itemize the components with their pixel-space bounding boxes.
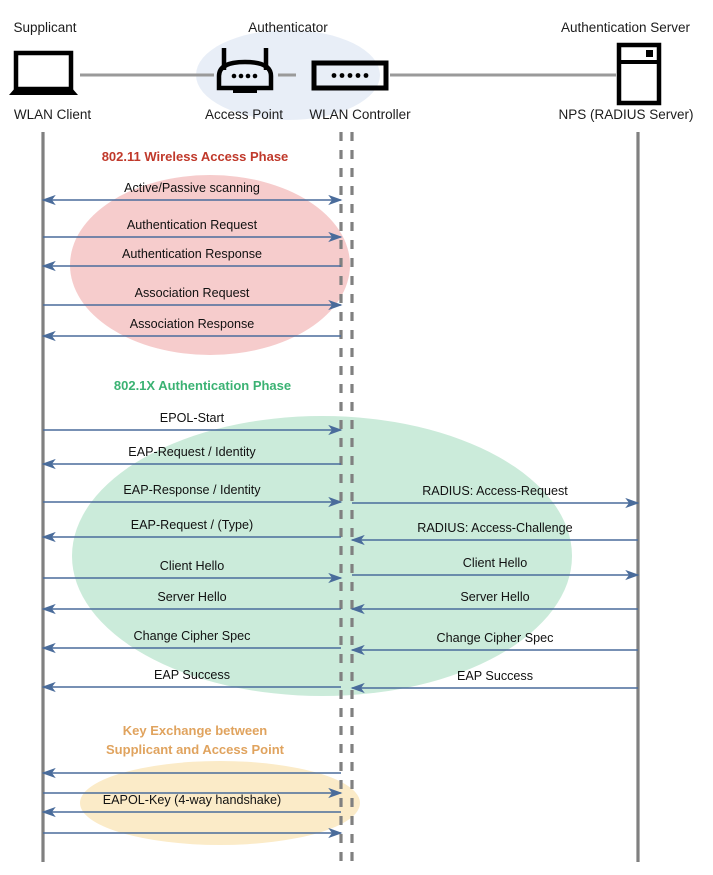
message-left-label: EPOL-Start xyxy=(159,411,225,425)
message-left-label: Authentication Response xyxy=(121,247,263,261)
actor-role-auth-server: Authentication Server xyxy=(560,20,691,35)
actor-role-authenticator: Authenticator xyxy=(248,20,328,35)
message-right-label: Client Hello xyxy=(462,556,528,570)
message-right-label: EAP Success xyxy=(456,669,534,683)
wlan-controller-icon xyxy=(311,60,389,91)
phase-ellipses xyxy=(70,30,572,845)
message-left-label: Authentication Request xyxy=(126,218,258,232)
phase-label-key-exchange-line1: Key Exchange between xyxy=(122,723,268,738)
message-left-label: Association Request xyxy=(134,286,250,300)
message-left-label: Association Response xyxy=(129,317,255,331)
phase-label-key-exchange-line2: Supplicant and Access Point xyxy=(106,742,284,757)
access-point-icon xyxy=(216,48,274,93)
message-arrows-left xyxy=(41,194,343,839)
ellipse-phase-8021x xyxy=(72,416,572,696)
message-right-label: RADIUS: Access-Challenge xyxy=(417,521,573,535)
message-left-label: EAP Success xyxy=(153,668,231,682)
message-right-label: Change Cipher Spec xyxy=(436,631,554,645)
ellipse-phase-key-exchange xyxy=(80,761,360,845)
actor-name-wlan-controller: WLAN Controller xyxy=(309,107,411,122)
message-left-label: EAP-Request / Identity xyxy=(128,445,256,459)
message-left-label: EAP-Request / (Type) xyxy=(130,518,254,532)
actor-name-auth-server: NPS (RADIUS Server) xyxy=(558,107,694,122)
server-icon xyxy=(616,42,662,106)
message-left-label: Client Hello xyxy=(159,559,225,573)
message-right-label: Server Hello xyxy=(460,590,530,604)
actor-name-supplicant: WLAN Client xyxy=(13,107,92,122)
phase-label-80211: 802.11 Wireless Access Phase xyxy=(101,149,289,164)
message-right-label: RADIUS: Access-Request xyxy=(422,484,568,498)
phase-label-8021x: 802.1X Authentication Phase xyxy=(113,378,292,393)
message-left-label: Change Cipher Spec xyxy=(133,629,251,643)
message-left-label: Active/Passive scanning xyxy=(124,181,260,195)
message-left-label: Server Hello xyxy=(157,590,227,604)
message-left-label: EAP-Response / Identity xyxy=(123,483,261,497)
message-left-label: EAPOL-Key (4-way handshake) xyxy=(102,793,282,807)
actor-role-supplicant: Supplicant xyxy=(13,20,77,35)
ellipse-phase-80211 xyxy=(70,175,350,355)
laptop-icon xyxy=(9,50,78,95)
actor-name-access-point: Access Point xyxy=(204,107,284,122)
message-arrows-right xyxy=(350,497,640,694)
